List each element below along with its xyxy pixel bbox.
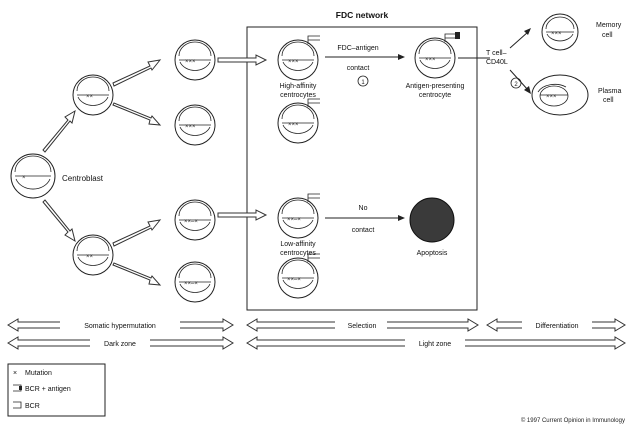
dark-zone-label-bg — [90, 338, 150, 348]
fdc-network-title: FDC network — [336, 10, 389, 20]
plasma-label-2: cell — [603, 97, 614, 104]
legend-bcr-antigen-label: BCR + antigen — [25, 386, 71, 393]
legend-box — [7, 363, 106, 417]
svg-text:×××: ××× — [288, 122, 299, 128]
zone-bands: Somatic hypermutation Selection Differen… — [7, 318, 626, 350]
somatic-label: Somatic hypermutation — [84, 323, 156, 330]
contact-arrowhead-bottom — [398, 215, 405, 221]
svg-text:××–×: ××–× — [184, 219, 198, 225]
step-2-number: 2 — [514, 82, 518, 88]
svg-text:×××: ××× — [185, 59, 196, 65]
svg-text:××: ×× — [86, 94, 94, 100]
memory-label-2: cell — [602, 32, 613, 39]
memory-arrowhead — [524, 28, 531, 35]
memory-label-1: Memory — [596, 22, 622, 29]
copyright: © 1997 Current Opinion in Immunology — [521, 417, 625, 424]
svg-text:×××: ××× — [288, 59, 299, 65]
svg-text:××–×: ××–× — [184, 281, 198, 287]
plasma-arrow — [509, 69, 529, 91]
centroblast-label: Centroblast — [62, 174, 104, 183]
svg-text:××–×: ××–× — [287, 277, 301, 283]
high-affinity-label-1: High-affinity — [280, 83, 317, 90]
contact-label-bottom: contact — [352, 227, 375, 234]
plasma-cell: ××× — [531, 74, 589, 116]
legend-mutation-symbol: × — [13, 370, 17, 377]
svg-text:××: ×× — [86, 254, 94, 260]
antigen-presenting-label-2: centrocyte — [419, 92, 451, 99]
svg-text:×: × — [22, 175, 26, 181]
light-zone-label: Light zone — [419, 341, 451, 348]
low-affinity-centrocyte-1: ××–× — [277, 193, 321, 239]
svg-text:××–×: ××–× — [287, 217, 301, 223]
step-1-number: 1 — [361, 80, 365, 86]
legend-mutation-label: Mutation — [25, 370, 52, 377]
low-affinity-label-1: Low-affinity — [280, 241, 316, 248]
contact-arrowhead-top — [398, 54, 405, 60]
antigen-presenting-label-1: Antigen-presenting — [406, 83, 465, 90]
apoptotic-cell — [409, 197, 455, 243]
mutated-cell-2: ××× — [174, 104, 216, 146]
light-zone-label-bg — [405, 338, 465, 348]
legend-bcr-icon — [13, 401, 22, 409]
dark-zone-label: Dark zone — [104, 341, 136, 348]
step-2-badge — [510, 77, 522, 89]
low-affinity-centrocyte-2: ××–× — [277, 253, 321, 299]
tcell-label-2: CD40L — [486, 59, 508, 66]
plasma-label-1: Plasma — [598, 88, 621, 95]
dividing-cell-lower: ×× — [72, 234, 114, 276]
svg-text:×××: ××× — [425, 57, 436, 63]
plasma-arrowhead — [524, 86, 531, 94]
somatic-label-bg — [60, 320, 180, 330]
mutated-cell-4: ××–× — [174, 261, 216, 303]
fdc-antigen-label: FDC–antigen — [337, 45, 378, 52]
dividing-cell-upper: ×× — [72, 74, 114, 116]
legend: × Mutation BCR + antigen BCR — [7, 363, 106, 417]
fdc-network-box — [246, 26, 478, 311]
contact-label-top: contact — [347, 65, 370, 72]
mutated-cell-1: ××× — [174, 39, 216, 81]
memory-cell: ××× — [541, 13, 579, 51]
high-affinity-centrocyte-2: ××× — [277, 98, 321, 144]
legend-bcr-label: BCR — [25, 403, 40, 410]
high-affinity-centrocyte-1: ××× — [277, 35, 321, 81]
no-label: No — [359, 205, 368, 212]
apoptosis-label: Apoptosis — [417, 250, 448, 257]
selection-label-bg — [335, 320, 387, 330]
svg-text:×××: ××× — [546, 94, 557, 100]
low-affinity-label-2: centrocytes — [280, 250, 316, 257]
memory-arrow — [509, 31, 529, 49]
selection-label: Selection — [348, 323, 377, 330]
svg-text:×××: ××× — [185, 124, 196, 130]
high-affinity-label-2: centrocytes — [280, 92, 316, 99]
step-1-badge — [357, 75, 369, 87]
tcell-label-1: T cell– — [486, 50, 507, 57]
antigen-presenting-centrocyte: ××× — [414, 31, 461, 79]
mutated-cell-3: ××–× — [174, 199, 216, 241]
svg-text:×××: ××× — [551, 31, 562, 37]
centroblast-cell: × — [10, 153, 56, 199]
differentiation-label: Differentiation — [535, 323, 578, 330]
differentiation-label-bg — [522, 320, 592, 330]
division-arrows — [42, 54, 268, 286]
legend-antigen-mark — [19, 386, 22, 390]
